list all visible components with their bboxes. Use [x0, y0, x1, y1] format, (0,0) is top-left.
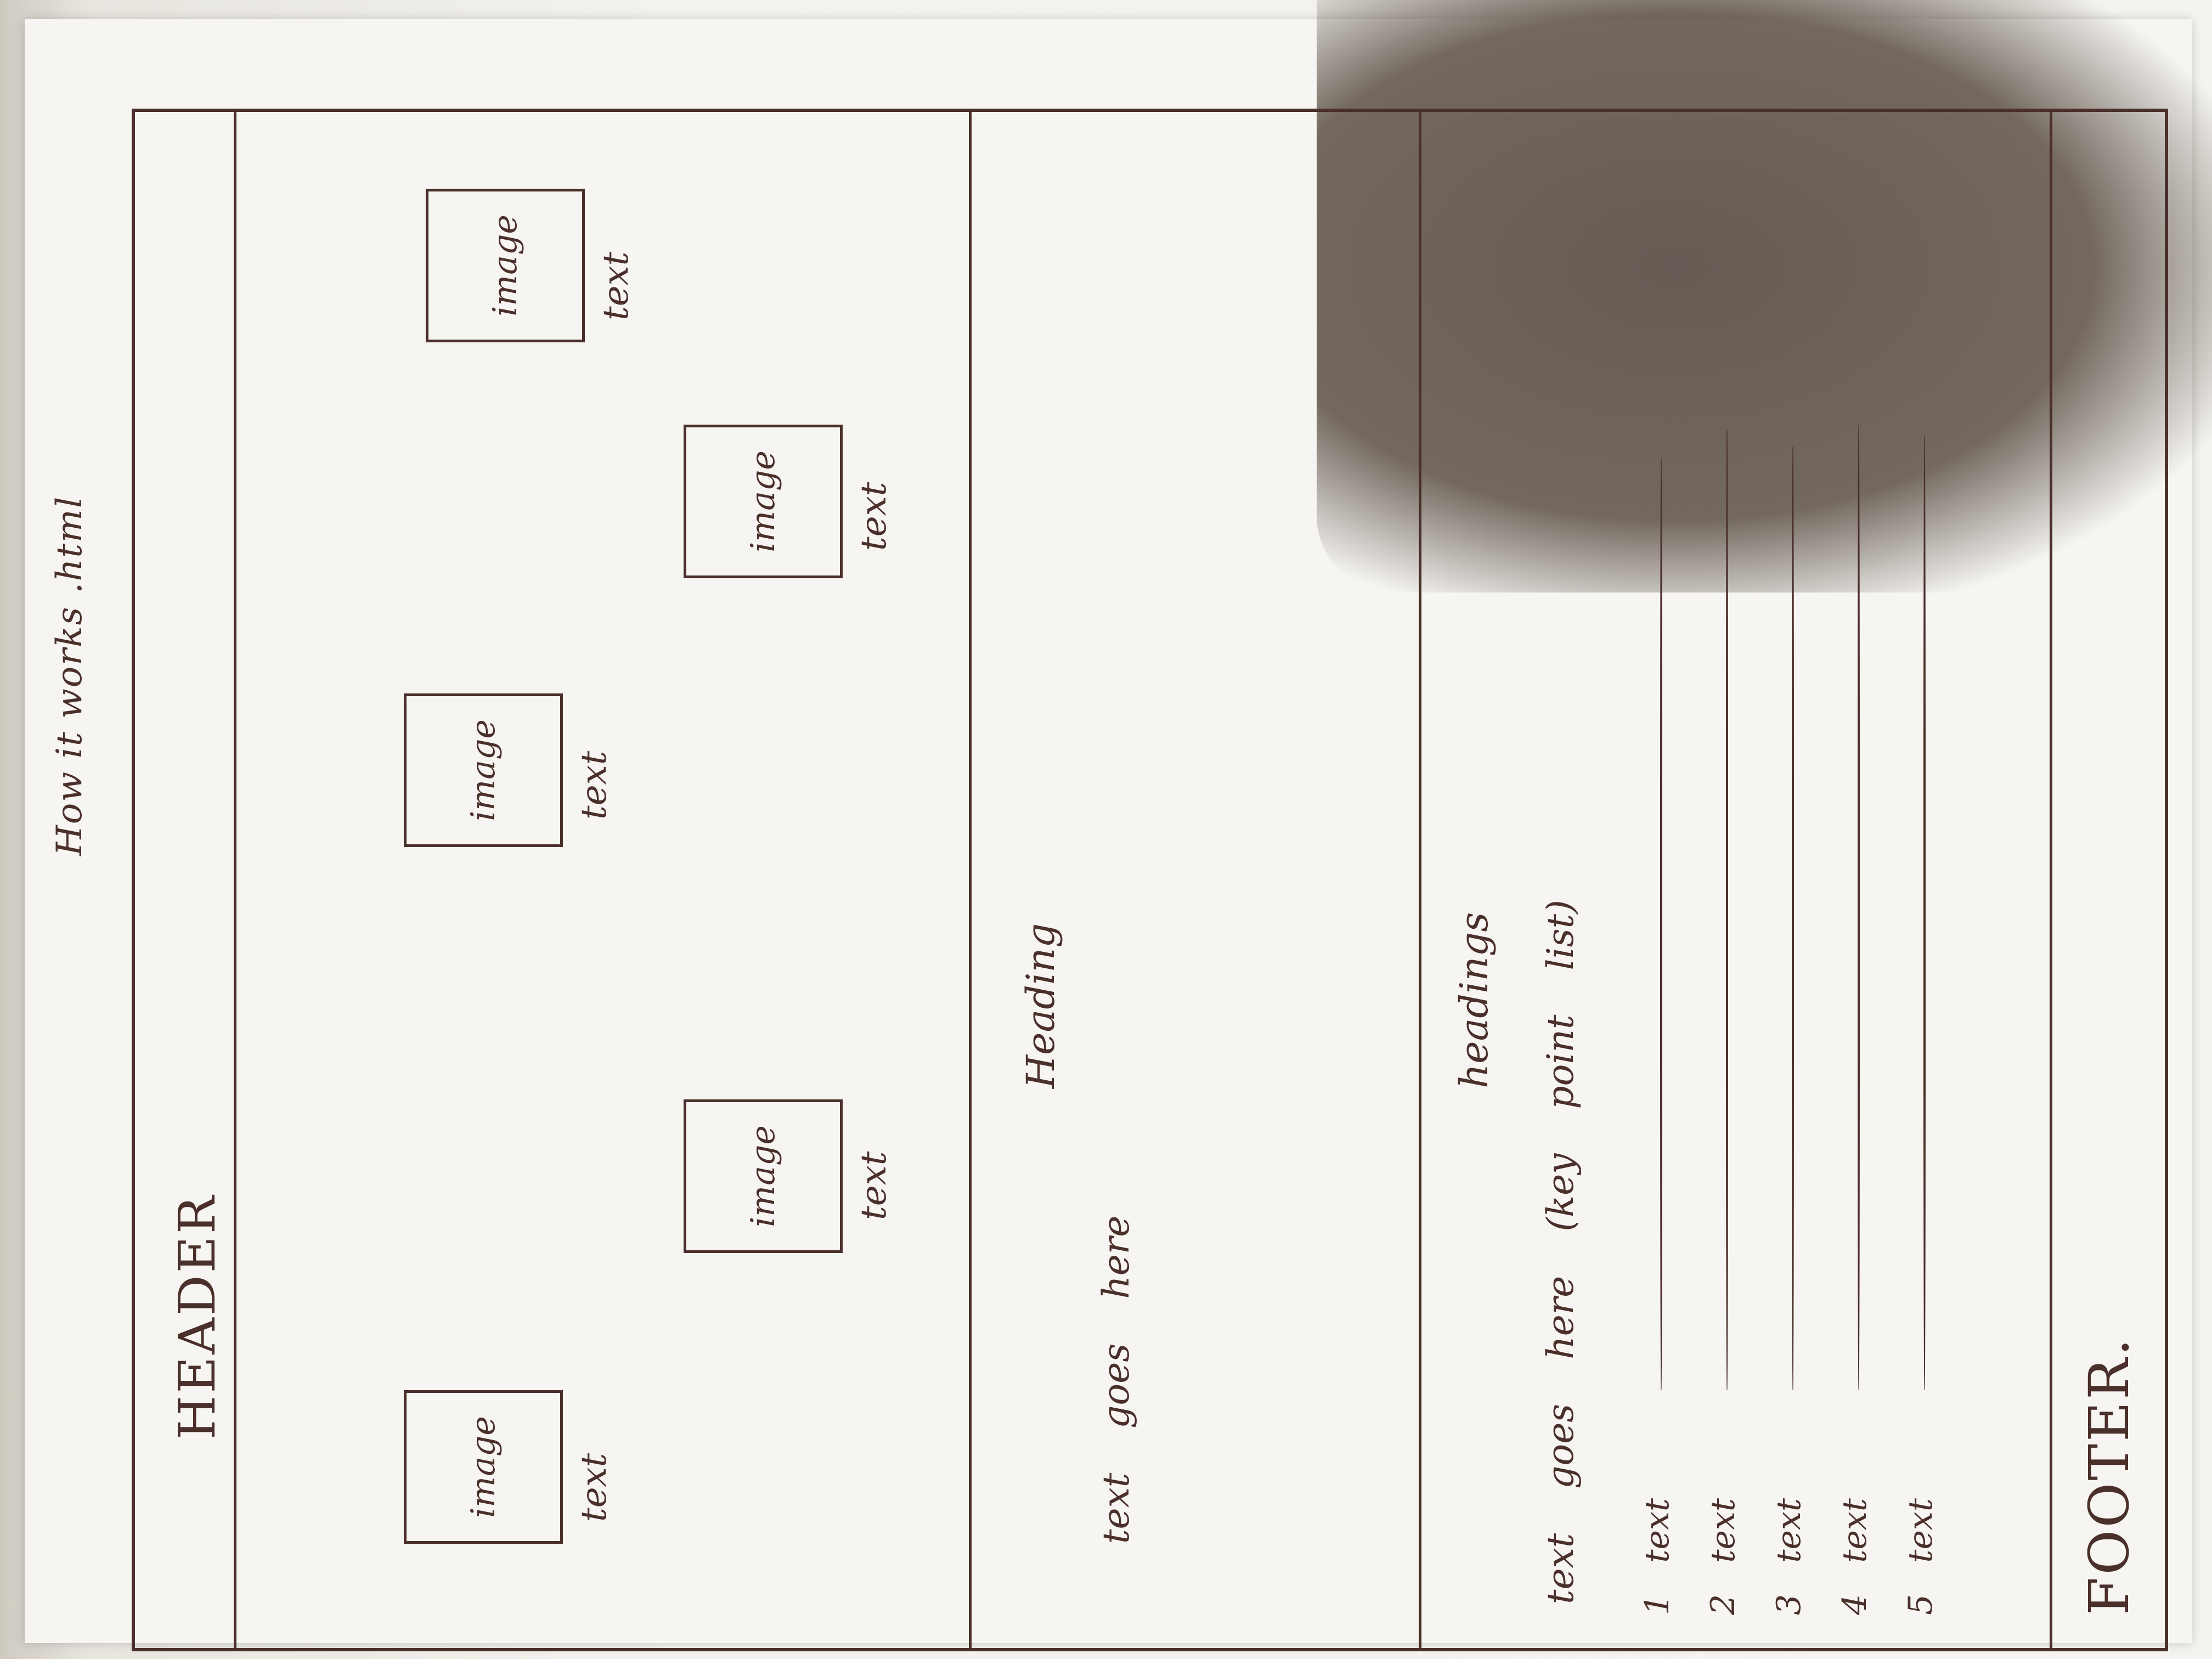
list-scribble-line [1660, 458, 1662, 1390]
list-scribble-line [1923, 436, 1926, 1390]
list-item: 2 text [1704, 1498, 1742, 1615]
key-points-body: text goes here (key point list) [1539, 900, 1582, 1604]
intro-section: Heading text goes here [969, 112, 1421, 1648]
list-number: 3 [1770, 1594, 1808, 1615]
list-item: 1 text [1638, 1498, 1677, 1615]
list-number: 1 [1638, 1594, 1677, 1615]
intro-body: text goes here [1095, 1215, 1137, 1544]
gallery-image-1: image [404, 1390, 563, 1544]
gallery-caption-1: text [574, 1453, 614, 1522]
gallery-image-label: image [744, 450, 782, 552]
gallery-image-5: image [426, 189, 585, 342]
gallery-image-label: image [486, 215, 524, 317]
gallery-caption-5: text [596, 251, 636, 320]
list-scribble-line [1726, 430, 1728, 1390]
gallery-caption-4: text [854, 482, 894, 551]
gallery-section: image text image text image text image t… [234, 112, 972, 1648]
hand-shadow [1317, 0, 2212, 592]
list-scribble-line [1792, 447, 1794, 1390]
gallery-caption-3: text [574, 751, 614, 820]
list-label: text [1638, 1498, 1677, 1563]
footer-label: FOOTER. [2077, 1336, 2141, 1615]
key-points-heading: headings [1452, 912, 1497, 1088]
header-label: HEADER [168, 1193, 227, 1440]
gallery-image-label: image [464, 1416, 503, 1518]
list-label: text [1901, 1498, 1940, 1563]
list-number: 5 [1901, 1594, 1940, 1615]
list-label: text [1770, 1498, 1808, 1563]
list-item: 4 text [1836, 1498, 1874, 1615]
list-label: text [1704, 1498, 1742, 1563]
gallery-caption-2: text [854, 1151, 894, 1220]
list-scribble-line [1858, 425, 1860, 1390]
key-points-section: headings text goes here (key point list)… [1419, 112, 2052, 1648]
gallery-image-3: image [404, 693, 563, 847]
gallery-image-label: image [464, 719, 503, 821]
list-number: 4 [1836, 1594, 1874, 1615]
header-section: HEADER [135, 112, 236, 1648]
list-item: 3 text [1770, 1498, 1808, 1615]
gallery-image-2: image [684, 1099, 843, 1253]
page-frame: HEADER image text image text image text … [132, 109, 2168, 1651]
intro-heading: Heading [1018, 923, 1063, 1088]
list-item: 5 text [1901, 1498, 1940, 1615]
wireframe-sketch: How it works .html HEADER image text ima… [49, 16, 2212, 1651]
page-title: How it works .html [49, 495, 90, 856]
gallery-image-label: image [744, 1125, 782, 1227]
list-label: text [1836, 1498, 1874, 1563]
gallery-image-4: image [684, 425, 843, 578]
list-number: 2 [1704, 1594, 1742, 1615]
